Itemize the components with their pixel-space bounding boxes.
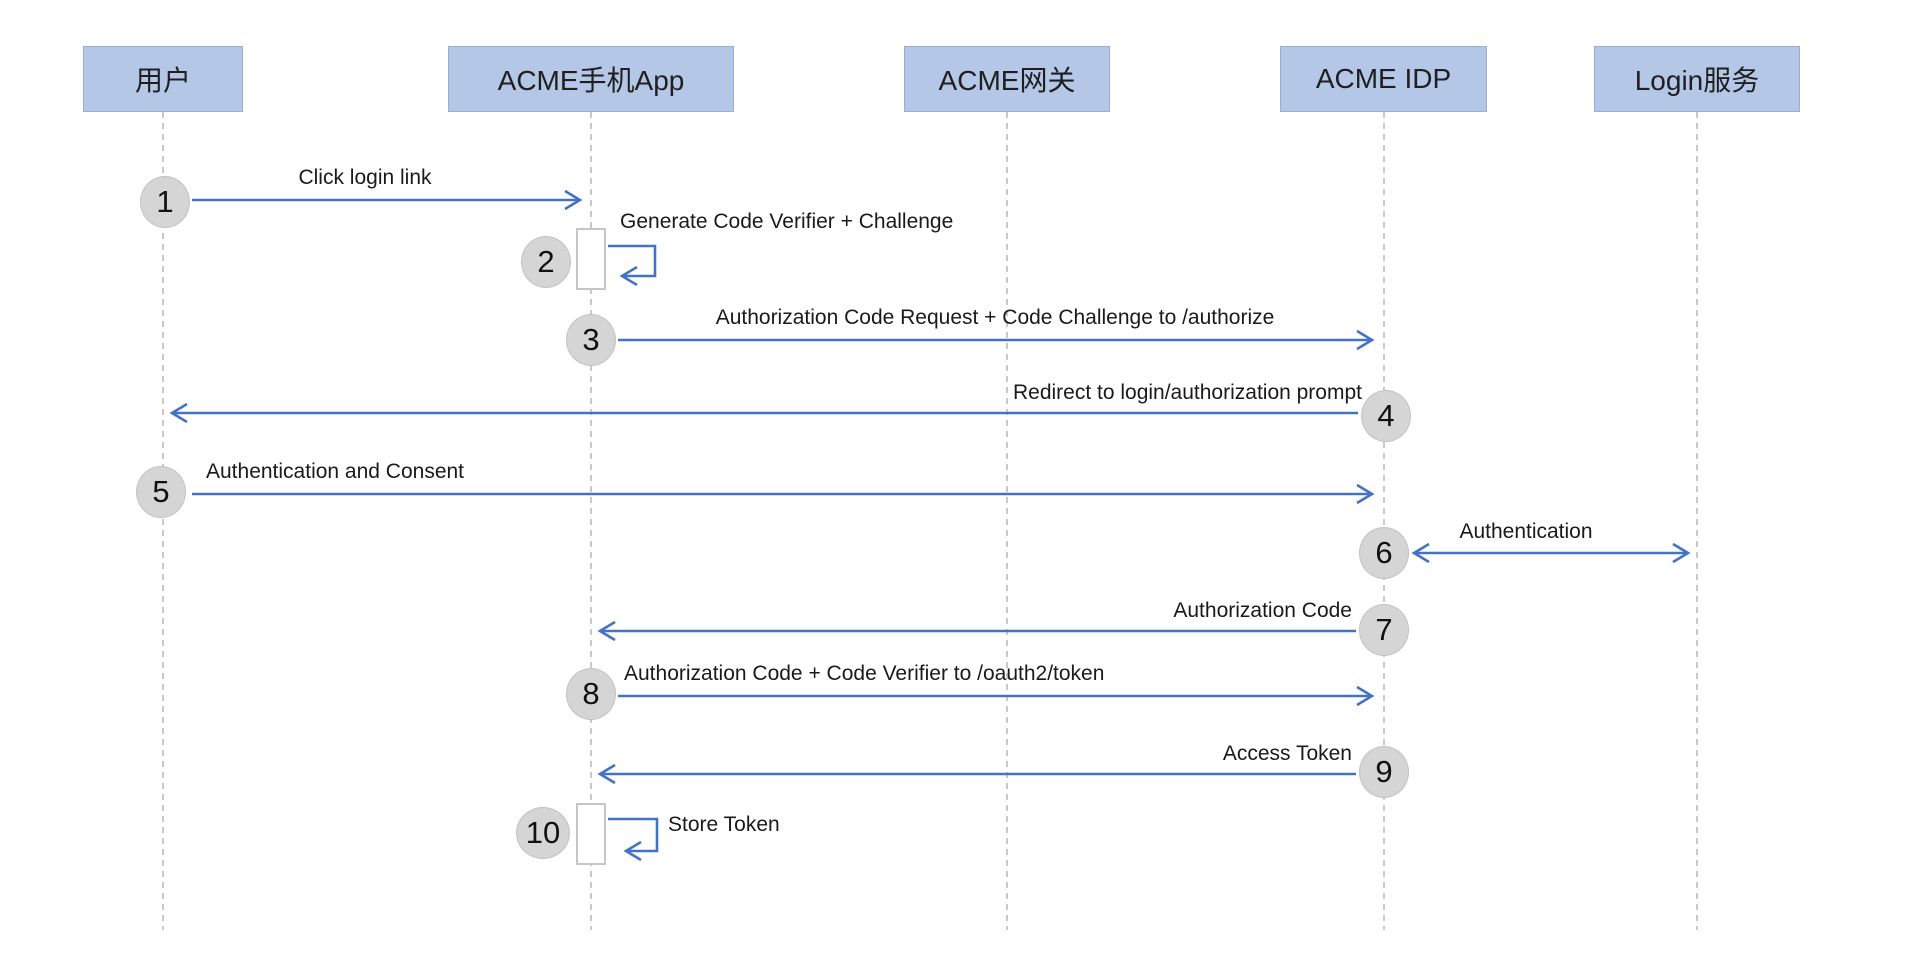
step-badge-5: 5 [136,466,186,518]
step-badge-8: 8 [566,668,616,720]
step-badge-9: 9 [1359,746,1409,798]
label-step8-token-request: Authorization Code + Code Verifier to /o… [624,662,1105,685]
label-step4-redirect: Redirect to login/authorization prompt [1012,381,1362,404]
actor-login-service: Login服务 [1594,46,1800,112]
actor-mobile-app: ACME手机App [448,46,734,112]
step-badge-1: 1 [140,176,190,228]
activation-box-step2 [576,228,606,290]
label-step7-authz-code: Authorization Code [1173,599,1352,622]
label-step5-auth-consent: Authentication and Consent [206,460,465,483]
step-badge-7: 7 [1359,604,1409,656]
step-badge-3: 3 [566,314,616,366]
step-badge-6: 6 [1359,527,1409,579]
step-badge-4: 4 [1361,390,1411,442]
actor-idp: ACME IDP [1280,46,1487,112]
arrow-step2-self-generate [608,244,657,287]
label-step3-authz-request: Authorization Code Request + Code Challe… [715,306,1275,329]
activation-box-step10 [576,803,606,865]
label-step2-generate: Generate Code Verifier + Challenge [620,210,954,233]
arrow-step10-self-store [608,817,659,862]
step-badge-2: 2 [521,236,571,288]
label-step9-access-token: Access Token [1222,742,1352,765]
step-badge-10: 10 [516,807,570,859]
actor-gateway: ACME网关 [904,46,1110,112]
label-step10-store-token: Store Token [668,813,780,836]
label-step1-click-login: Click login link [298,166,432,189]
label-step6-authentication: Authentication [1459,520,1593,543]
actor-user: 用户 [83,46,243,112]
